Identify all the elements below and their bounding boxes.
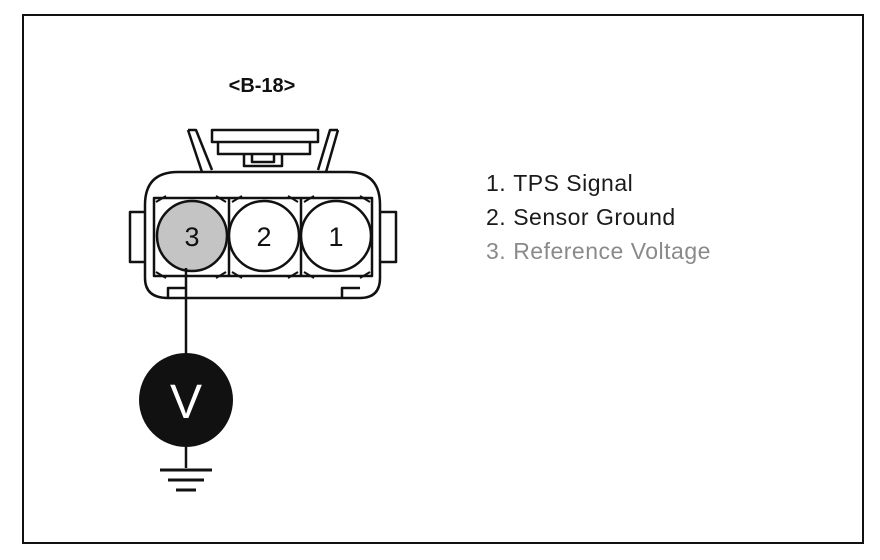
legend-item-2-label: Sensor Ground (513, 204, 676, 230)
legend-item-3-number: 3. (486, 238, 507, 264)
legend-item-1-label: TPS Signal (513, 170, 634, 196)
legend-item-3: 3. Reference Voltage (486, 234, 711, 268)
pin-1: 1 (299, 199, 373, 273)
pin-2: 2 (227, 199, 301, 273)
pin-2-number: 2 (256, 222, 271, 252)
legend-item-2: 2. Sensor Ground (486, 200, 711, 234)
pin-3: 3 (155, 199, 229, 273)
pin-3-number: 3 (184, 222, 199, 252)
voltmeter-symbol: V (170, 376, 202, 429)
pin-1-number: 1 (328, 222, 343, 252)
pin-legend: 1. TPS Signal 2. Sensor Ground 3. Refere… (486, 166, 711, 268)
cavity-chevrons (155, 195, 371, 279)
legend-item-1-number: 1. (486, 170, 507, 196)
legend-item-3-label: Reference Voltage (513, 238, 711, 264)
voltmeter-icon: V (139, 353, 233, 447)
legend-item-2-number: 2. (486, 204, 507, 230)
connector-id-label: <B-18> (229, 75, 296, 97)
ground-symbol-icon (160, 468, 212, 492)
legend-item-1: 1. TPS Signal (486, 166, 711, 200)
